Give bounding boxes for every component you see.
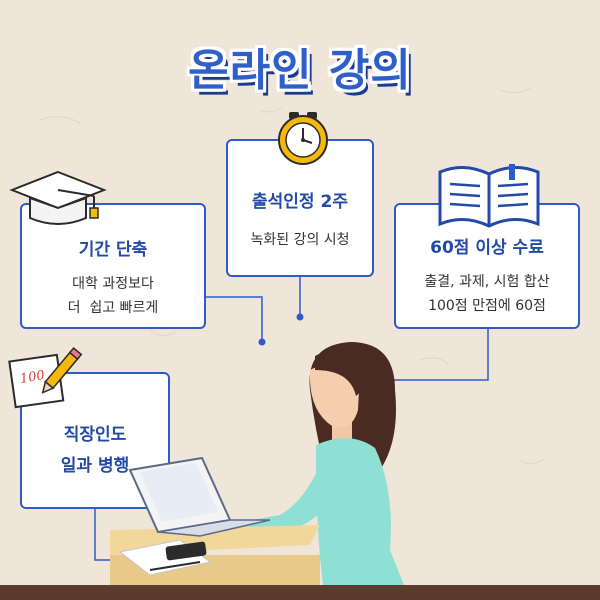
memo-pencil-icon: 100 [6,344,86,414]
card-work-heading2: 일과 병행 [60,456,130,476]
card-period-reduction: 기간 단축 대학 과정보다 더 쉽고 빠르게 [20,203,206,329]
card-work-heading1: 직장인도 [63,425,127,445]
card-completion-line1: 출결, 과제, 시험 합산 [424,274,550,290]
woman-laptop-illustration [110,342,410,600]
clock-icon [278,112,328,165]
open-book-icon [438,164,540,228]
card-period-line1: 대학 과정보다 [72,276,154,292]
card-attendance-line1: 녹화된 강의 시청 [250,232,350,248]
page-title: 온라인 강의 [188,45,412,96]
card-period-heading: 기간 단축 [78,240,148,260]
card-completion: 60점 이상 수료 출결, 과제, 시험 합산 100점 만점에 60점 [394,203,580,329]
graduation-cap-icon [9,170,107,225]
card-completion-heading: 60점 이상 수료 [430,238,544,258]
card-period-line2: 더 쉽고 빠르게 [67,300,159,316]
card-attendance-heading: 출석인정 2주 [252,192,348,212]
floor-strip [0,585,600,600]
card-completion-line2: 100점 만점에 60점 [428,298,546,314]
